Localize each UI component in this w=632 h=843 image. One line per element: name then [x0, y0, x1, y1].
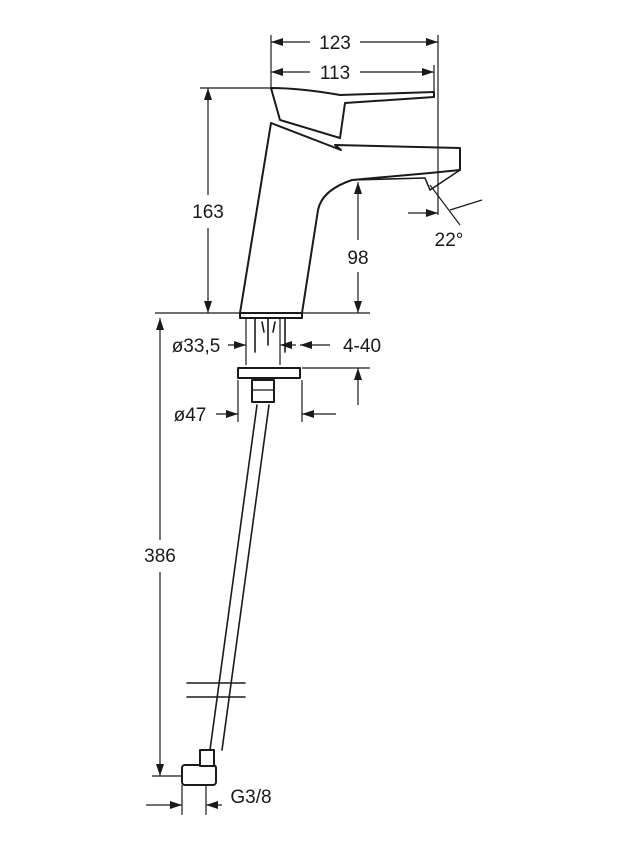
faucet-body: [239, 87, 461, 319]
spout-angle-label: 22°: [435, 230, 464, 251]
overall-reach-label: 123: [319, 33, 351, 54]
flange-diameter-label: ø47: [174, 405, 207, 426]
deck-thickness-label: 4-40: [343, 336, 381, 357]
flex-hose: [181, 404, 270, 786]
spout-height-label: 98: [347, 248, 368, 269]
dimension-lines: [146, 35, 483, 815]
shank-diameter-label: ø33,5: [172, 336, 221, 357]
hose-length-label: 386: [144, 546, 176, 567]
connection-thread-label: G3/8: [230, 787, 271, 808]
mounting-hardware: [237, 317, 301, 403]
spout-reach-label: 113: [320, 63, 350, 84]
height-label: 163: [192, 202, 224, 223]
